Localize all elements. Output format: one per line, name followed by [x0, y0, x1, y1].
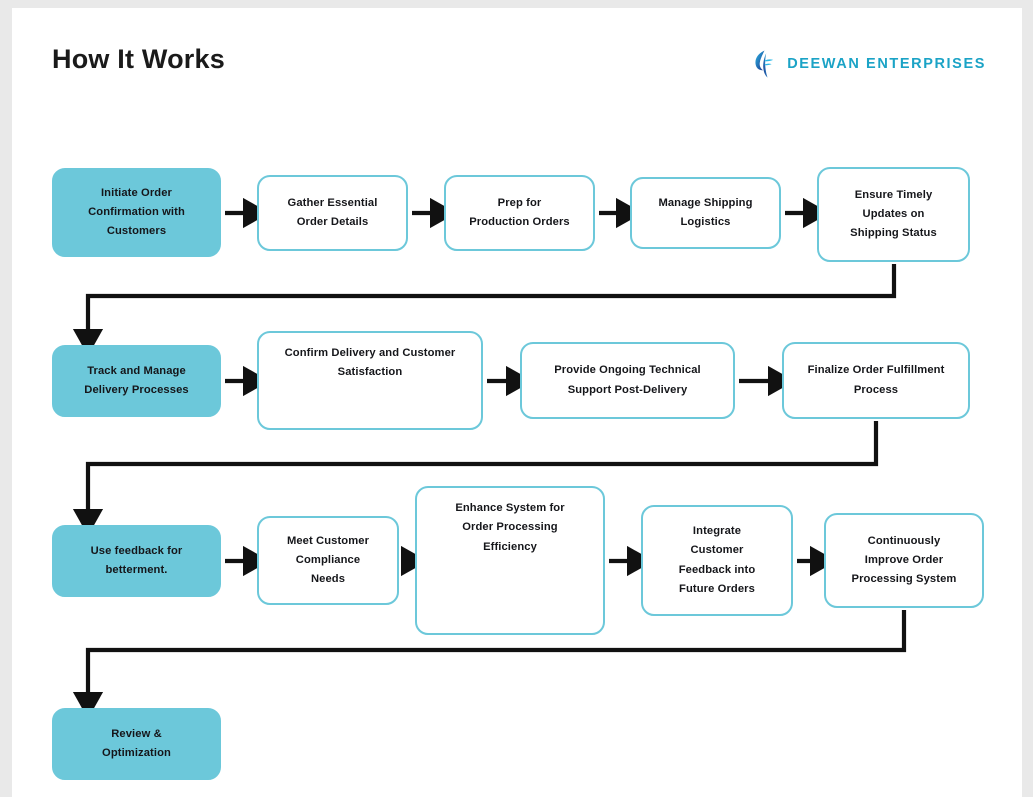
flow-node-label: Integrate Customer Feedback into Future …	[678, 524, 756, 595]
flow-node-label: Finalize Order Fulfillment Process	[807, 364, 945, 396]
flow-node-n2[interactable]: Gather Essential Order Details	[257, 175, 408, 251]
flow-node-label: Enhance System for Order Processing Effi…	[455, 502, 565, 553]
flow-node-label: Initiate Order Confirmation with Custome…	[88, 186, 185, 238]
flow-node-n6[interactable]: Track and Manage Delivery Processes	[52, 345, 221, 417]
flow-node-label: Meet Customer Compliance Needs	[286, 534, 370, 586]
flow-node-n1[interactable]: Initiate Order Confirmation with Custome…	[52, 168, 221, 257]
flow-node-n15[interactable]: Review & Optimization	[52, 708, 221, 780]
flow-node-label: Continuously Improve Order Processing Sy…	[851, 534, 957, 586]
flow-node-n14[interactable]: Continuously Improve Order Processing Sy…	[824, 513, 984, 608]
flow-node-n4[interactable]: Manage Shipping Logistics	[630, 177, 781, 249]
flow-node-n5[interactable]: Ensure Timely Updates on Shipping Status	[817, 167, 970, 262]
flow-node-label: Use feedback for betterment.	[90, 544, 183, 576]
flow-node-label: Confirm Delivery and Customer Satisfacti…	[284, 347, 456, 379]
flow-node-n12[interactable]: Enhance System for Order Processing Effi…	[415, 486, 605, 635]
flow-node-label: Ensure Timely Updates on Shipping Status	[850, 188, 937, 240]
flow-node-label: Provide Ongoing Technical Support Post-D…	[554, 364, 701, 396]
flow-node-n9[interactable]: Finalize Order Fulfillment Process	[782, 342, 970, 419]
brand-logo: DEEWAN ENTERPRISES	[752, 49, 986, 79]
flowchart-diagram: Initiate Order Confirmation with Custome…	[12, 8, 1022, 797]
flow-node-label: Prep for Production Orders	[469, 196, 570, 228]
deewan-swoosh-logo-icon	[752, 49, 778, 79]
flow-node-n10[interactable]: Use feedback for betterment.	[52, 525, 221, 597]
connector-n5-to-n6	[72, 264, 897, 356]
brand-name: DEEWAN ENTERPRISES	[787, 56, 986, 72]
page-title: How It Works	[52, 44, 225, 74]
flow-node-label: Gather Essential Order Details	[287, 196, 378, 228]
flow-node-label: Review & Optimization	[102, 727, 171, 759]
flow-node-n11[interactable]: Meet Customer Compliance Needs	[257, 516, 399, 605]
flow-node-label: Track and Manage Delivery Processes	[84, 364, 189, 396]
flow-node-n3[interactable]: Prep for Production Orders	[444, 175, 595, 251]
slide-page: How It Works	[12, 8, 1022, 797]
flow-node-n13[interactable]: Integrate Customer Feedback into Future …	[641, 505, 793, 616]
flow-node-label: Manage Shipping Logistics	[658, 196, 753, 228]
flow-node-n7[interactable]: Confirm Delivery and Customer Satisfacti…	[257, 331, 483, 430]
flow-node-n8[interactable]: Provide Ongoing Technical Support Post-D…	[520, 342, 735, 419]
